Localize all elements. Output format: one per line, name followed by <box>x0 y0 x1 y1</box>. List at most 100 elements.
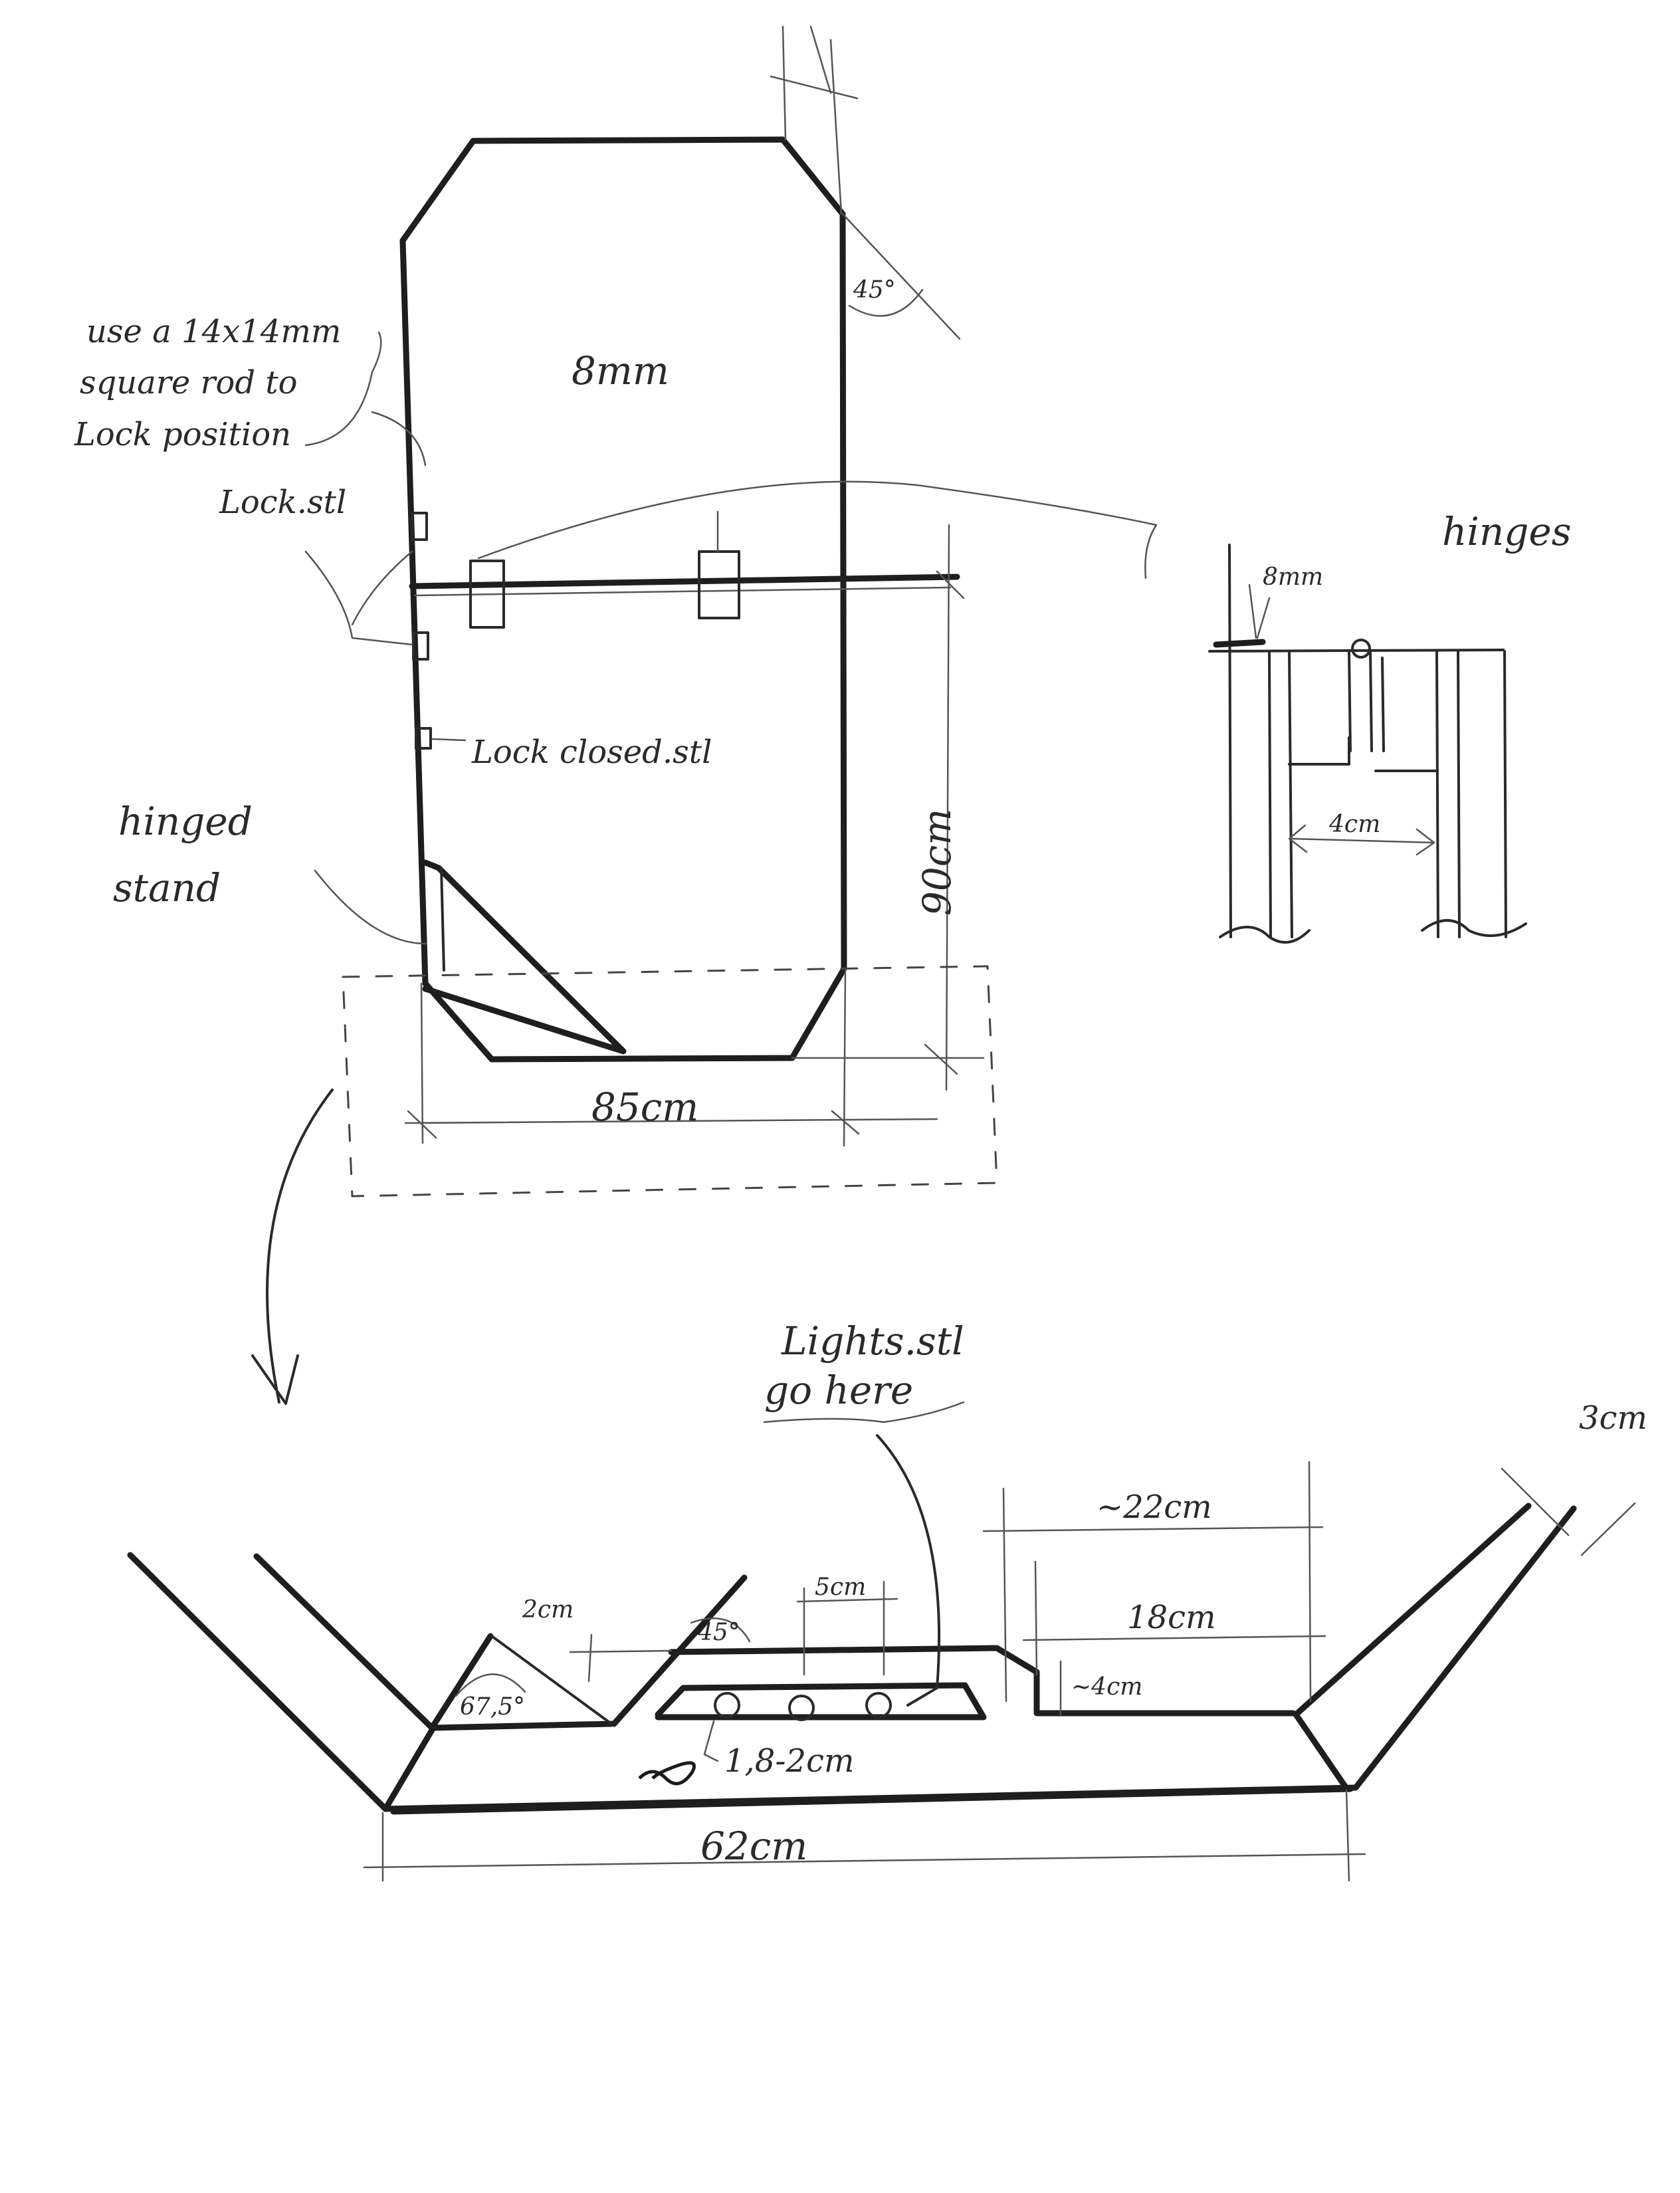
base-width-label: 62cm <box>700 1824 807 1869</box>
hole-label: 1,8-2cm <box>724 1742 855 1780</box>
base-drawing <box>127 1401 1636 1882</box>
outer-depth-label: ~22cm <box>1097 1489 1212 1526</box>
hinge-knuckle-1 <box>1348 650 1352 752</box>
hinge-break-right <box>1421 919 1527 937</box>
hinge-top-bar <box>1208 649 1505 653</box>
ledge-label: 2cm <box>522 1596 574 1623</box>
base-ledge-left <box>429 1633 494 1731</box>
light-hole-2 <box>788 1695 815 1721</box>
dim-wall <box>1501 1467 1636 1556</box>
hinge-detail <box>1208 544 1527 944</box>
angle-left-label: 67,5° <box>460 1693 525 1721</box>
hinge-break-left <box>1219 926 1311 944</box>
panel-outline <box>399 136 847 1063</box>
dim-slot <box>796 1580 898 1676</box>
chamfer-ext-top-1 <box>770 75 859 100</box>
base-floor <box>390 1786 1354 1815</box>
base-inner-left <box>253 1553 435 1731</box>
hinged-stand-line-1: hinged <box>118 799 253 844</box>
dim-width-ext-left <box>420 982 424 1144</box>
hinged-stand-leader <box>314 869 427 945</box>
chamfer-ext-top-2 <box>782 25 787 141</box>
hinge-knuckle-3 <box>1381 657 1385 752</box>
dim-outer-depth <box>982 1526 1324 1532</box>
hinge-pin <box>1351 639 1371 659</box>
width-label: 85cm <box>591 1085 698 1130</box>
lights-underline <box>763 1401 965 1423</box>
angle-ext <box>841 213 961 340</box>
hinge-block-left <box>469 560 505 629</box>
height-label: 90cm <box>914 809 960 916</box>
panel-drawing <box>251 25 1158 1405</box>
dim-inner-depth <box>1022 1635 1326 1641</box>
base-right-diag <box>1293 1711 1348 1790</box>
hinges-leader <box>477 480 1158 579</box>
hinges-label: hinges <box>1442 509 1571 554</box>
angle-mid-label: 45° <box>697 1619 740 1646</box>
thickness-label: 8mm <box>572 348 669 393</box>
lights-line-2: go here <box>764 1368 913 1413</box>
hinged-stand-edge <box>440 867 445 972</box>
hinge-post-left-inner <box>1268 650 1272 938</box>
hinge-line <box>409 574 960 589</box>
lock-tab-mid <box>412 631 429 661</box>
dim-outer-ext-left <box>1002 1487 1007 1703</box>
lock-closed-leader <box>431 738 467 742</box>
angle-left-arc <box>455 1673 526 1697</box>
dim-height-tick-top <box>936 570 965 599</box>
lock-label: Lock.stl <box>219 484 346 521</box>
angle-mid-arc <box>690 1618 751 1643</box>
lock-tab-bottom <box>415 727 432 750</box>
hinge-knuckle-2 <box>1369 650 1373 752</box>
dim-base-ext-right <box>1345 1789 1350 1882</box>
dim-width-line <box>404 1118 938 1124</box>
hinge-post-right-1 <box>1435 650 1439 938</box>
step-label: ~4cm <box>1071 1673 1142 1701</box>
wall-thickness-label: 3cm <box>1579 1400 1647 1437</box>
hinge-post-right-2 <box>1457 650 1461 938</box>
dim-height-tick-bottom <box>924 1043 958 1075</box>
view-arrow <box>251 1089 334 1405</box>
base-mid-step <box>994 1645 1297 1717</box>
hinge-post-left-outer <box>1228 544 1232 938</box>
lock-tab-top <box>411 512 428 541</box>
hinge-gap-arrow-left <box>1288 824 1308 853</box>
chamfer-ext-top-4 <box>809 25 832 94</box>
hinge-post-left-inner2 <box>1288 650 1293 938</box>
angle-top-label: 45° <box>853 276 896 304</box>
angle-arc <box>848 288 924 317</box>
hinged-stand-line-2: stand <box>113 865 221 910</box>
hinge-thickness-dim <box>1248 583 1271 639</box>
hinge-gap-dim <box>1288 837 1435 844</box>
hinge-line-shadow <box>413 586 952 597</box>
base-left-diag <box>382 1721 615 1812</box>
dim-ledge <box>569 1633 673 1683</box>
lights-leader <box>876 1434 941 1707</box>
rod-note-line-2: square rod to <box>80 364 298 401</box>
hinge-thickness-label: 8mm <box>1263 564 1323 591</box>
inner-depth-label: 18cm <box>1127 1599 1215 1636</box>
rod-note-line-3: Lock position <box>74 416 291 453</box>
hinge-plate-left <box>1213 639 1266 648</box>
hinge-gap-arrow-right <box>1416 828 1435 856</box>
dim-width-tick-right <box>831 1110 860 1135</box>
dim-height-line <box>945 524 950 1091</box>
base-step-left <box>490 1635 613 1725</box>
hinged-stand <box>422 859 627 1055</box>
base-inner-right <box>1293 1503 1532 1718</box>
hinge-block-right <box>698 550 740 619</box>
dim-width-tick-left <box>407 1110 437 1139</box>
hinge-leaf-left <box>1288 736 1350 766</box>
scribble-mark <box>638 1761 696 1786</box>
slot-label: 5cm <box>815 1574 866 1601</box>
rod-note-line-1: use a 14x14mm <box>86 313 341 350</box>
labels: use a 14x14mm square rod to Lock positio… <box>74 276 1647 1869</box>
hinge-post-right-3 <box>1503 650 1507 938</box>
lock-leader <box>304 550 413 646</box>
dim-inner-ext-left <box>1034 1560 1038 1676</box>
light-hole-3 <box>865 1692 892 1719</box>
hole-leader <box>703 1720 719 1762</box>
dim-outer-ext-right <box>1308 1461 1312 1703</box>
chamfer-ext-top-3 <box>829 39 843 215</box>
